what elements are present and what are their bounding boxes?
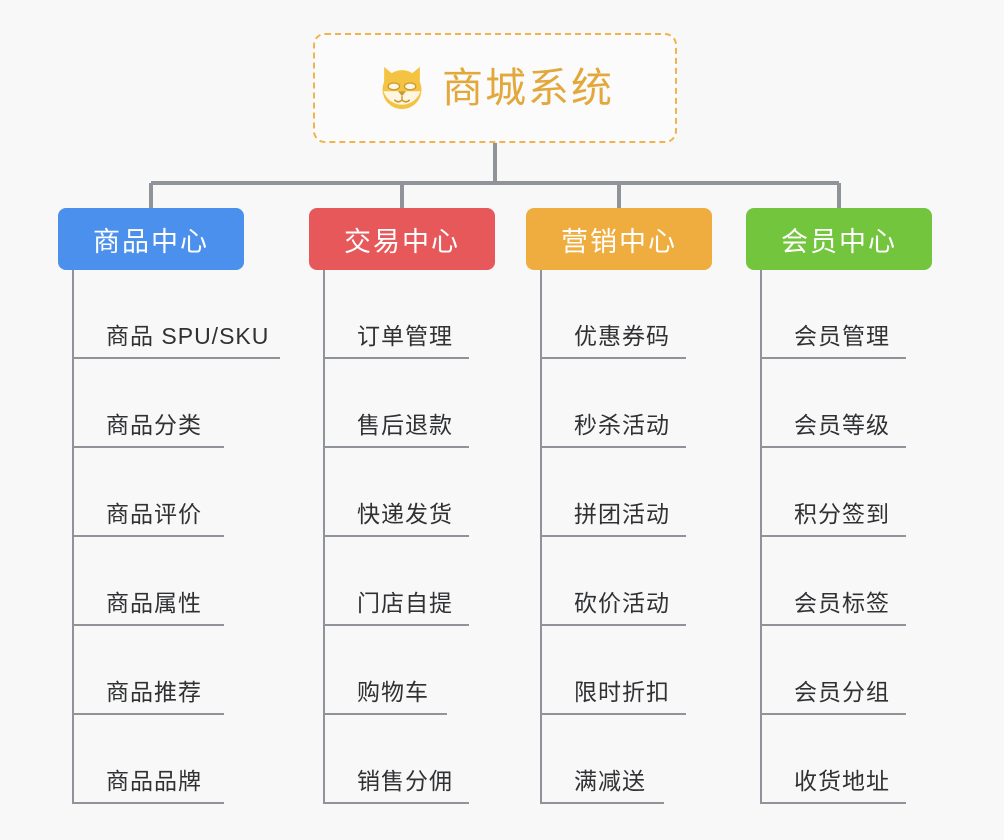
branch-column-marketing-center: 营销中心 优惠券码 秒杀活动 拼团活动 砍价活动	[526, 208, 712, 804]
list-item-underline	[760, 624, 906, 626]
branch-header-product-center[interactable]: 商品中心	[58, 208, 244, 270]
list-item-underline	[540, 802, 664, 804]
list-item-label: 收货地址	[794, 767, 890, 794]
list-item-underline	[540, 713, 686, 715]
list-item-label: 门店自提	[357, 589, 453, 616]
list-item-underline	[72, 535, 224, 537]
list-item-label: 商品评价	[106, 500, 202, 527]
branch-spine	[72, 270, 74, 804]
branch-spine	[760, 270, 762, 804]
list-item[interactable]: 满减送	[540, 715, 712, 804]
list-item[interactable]: 商品评价	[72, 448, 244, 537]
list-item-underline	[540, 624, 686, 626]
list-item-label: 拼团活动	[574, 500, 670, 527]
branch-body-product-center: 商品 SPU/SKU 商品分类 商品评价 商品属性 商品推荐	[58, 270, 280, 804]
list-item[interactable]: 商品推荐	[72, 626, 244, 715]
list-item-underline	[323, 446, 469, 448]
list-item-underline	[72, 802, 224, 804]
list-item-label: 会员标签	[794, 589, 890, 616]
list-item-label: 快递发货	[357, 500, 453, 527]
list-item[interactable]: 购物车	[323, 626, 495, 715]
list-item[interactable]: 限时折扣	[540, 626, 712, 715]
branch-body-trade-center: 订单管理 售后退款 快递发货 门店自提 购物车	[309, 270, 495, 804]
list-item-underline	[323, 713, 447, 715]
list-item[interactable]: 积分签到	[760, 448, 932, 537]
list-item-underline	[323, 624, 469, 626]
list-item-underline	[760, 446, 906, 448]
list-item-label: 商品 SPU/SKU	[106, 322, 270, 349]
list-item-underline	[540, 357, 686, 359]
branch-column-product-center: 商品中心 商品 SPU/SKU 商品分类 商品评价 商品属性	[58, 208, 280, 804]
list-item-label: 优惠券码	[574, 322, 670, 349]
branch-header-marketing-center[interactable]: 营销中心	[526, 208, 712, 270]
list-item-underline	[72, 624, 224, 626]
list-item-label: 商品属性	[106, 589, 202, 616]
list-item[interactable]: 会员标签	[760, 537, 932, 626]
list-item[interactable]: 商品 SPU/SKU	[72, 270, 280, 359]
list-item-label: 会员管理	[794, 322, 890, 349]
list-item-underline	[540, 446, 686, 448]
list-item-label: 秒杀活动	[574, 411, 670, 438]
list-item-underline	[72, 446, 224, 448]
list-item-label: 满减送	[574, 767, 646, 794]
branch-header-member-center[interactable]: 会员中心	[746, 208, 932, 270]
list-item-label: 会员分组	[794, 678, 890, 705]
list-item[interactable]: 砍价活动	[540, 537, 712, 626]
list-item-label: 砍价活动	[574, 589, 670, 616]
list-item-label: 售后退款	[357, 411, 453, 438]
list-item[interactable]: 订单管理	[323, 270, 495, 359]
list-item[interactable]: 门店自提	[323, 537, 495, 626]
branch-body-marketing-center: 优惠券码 秒杀活动 拼团活动 砍价活动 限时折扣	[526, 270, 712, 804]
list-item-underline	[72, 357, 280, 359]
list-item-label: 销售分佣	[357, 767, 453, 794]
root-title: 商城系统	[442, 64, 614, 111]
branch-header-label: 营销中心	[561, 226, 677, 257]
list-item[interactable]: 售后退款	[323, 359, 495, 448]
branch-column-trade-center: 交易中心 订单管理 售后退款 快递发货 门店自提	[309, 208, 495, 804]
list-item[interactable]: 会员等级	[760, 359, 932, 448]
list-item-label: 商品分类	[106, 411, 202, 438]
list-item-label: 商品品牌	[106, 767, 202, 794]
root-node[interactable]: 商城系统	[313, 33, 677, 143]
list-item-underline	[323, 357, 469, 359]
list-item[interactable]: 商品分类	[72, 359, 244, 448]
list-item-underline	[760, 535, 906, 537]
list-item-label: 订单管理	[357, 322, 453, 349]
list-item[interactable]: 会员分组	[760, 626, 932, 715]
list-item-label: 购物车	[357, 678, 429, 705]
list-item-underline	[540, 535, 686, 537]
list-item[interactable]: 会员管理	[760, 270, 932, 359]
branch-body-member-center: 会员管理 会员等级 积分签到 会员标签 会员分组	[746, 270, 932, 804]
list-item[interactable]: 商品品牌	[72, 715, 244, 804]
list-item-label: 会员等级	[794, 411, 890, 438]
branch-header-label: 商品中心	[93, 226, 209, 257]
branch-header-label: 交易中心	[344, 226, 460, 257]
list-item[interactable]: 收货地址	[760, 715, 932, 804]
list-item-underline	[760, 802, 906, 804]
branch-spine	[540, 270, 542, 804]
list-item-underline	[323, 802, 469, 804]
shiba-dog-icon	[382, 66, 422, 113]
list-item-underline	[760, 713, 906, 715]
list-item[interactable]: 优惠券码	[540, 270, 712, 359]
list-item-underline	[72, 713, 224, 715]
list-item[interactable]: 商品属性	[72, 537, 244, 626]
list-item-underline	[760, 357, 906, 359]
branch-header-label: 会员中心	[781, 226, 897, 257]
list-item[interactable]: 快递发货	[323, 448, 495, 537]
list-item[interactable]: 拼团活动	[540, 448, 712, 537]
list-item[interactable]: 销售分佣	[323, 715, 495, 804]
branch-spine	[323, 270, 325, 804]
list-item[interactable]: 秒杀活动	[540, 359, 712, 448]
list-item-label: 限时折扣	[574, 678, 670, 705]
list-item-label: 积分签到	[794, 500, 890, 527]
branch-header-trade-center[interactable]: 交易中心	[309, 208, 495, 270]
branch-column-member-center: 会员中心 会员管理 会员等级 积分签到 会员标签	[746, 208, 932, 804]
list-item-label: 商品推荐	[106, 678, 202, 705]
list-item-underline	[323, 535, 469, 537]
